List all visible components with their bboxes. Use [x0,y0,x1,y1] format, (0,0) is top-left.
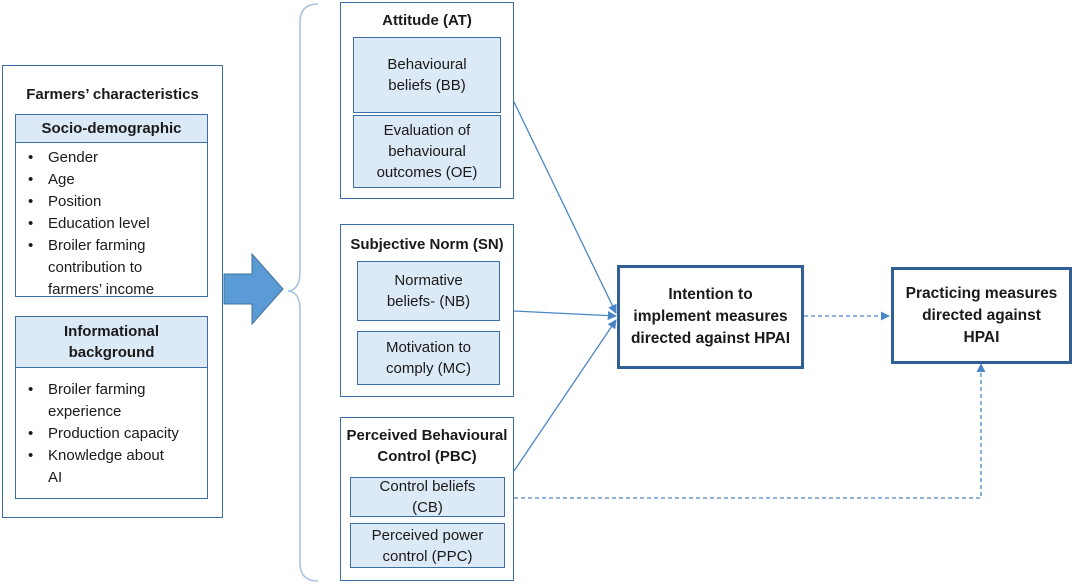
list-item: Broiler farming experience [16,379,168,423]
attitude-box: Attitude (AT) Behavioural beliefs (BB) E… [340,2,514,199]
socio-demographic-box: Socio-demographic Gender Age Position Ed… [15,114,208,298]
socio-demographic-heading: Socio-demographic [15,114,208,143]
list-item: Gender [16,147,196,169]
informational-background-list: Broiler farming experience Production ca… [16,379,201,489]
list-item: Age [16,169,196,191]
pbc-title: Perceived Behavioural Control (PBC) [346,427,508,465]
block-arrow [223,252,284,326]
arrow-pbc-intention [513,319,617,472]
subjective-norm-title: Subjective Norm (SN) [350,236,504,253]
list-item: Production capacity [16,423,201,445]
informational-background-heading: Informational background [15,316,208,368]
behavioural-beliefs-box: Behavioural beliefs (BB) [353,37,501,113]
attitude-title: Attitude (AT) [382,12,472,29]
subjective-norm-box: Subjective Norm (SN) Normative beliefs- … [340,224,514,397]
practicing-measures-box: Practicing measures directed against HPA… [891,267,1072,364]
pbc-box: Perceived Behavioural Control (PBC) Cont… [340,417,514,581]
control-beliefs-box: Control beliefs (CB) [350,477,505,517]
intention-box: Intention to implement measures directed… [617,265,804,369]
arrow-attitude-intention [513,101,617,314]
arrow-pbc-practice [514,363,986,499]
list-item: Position [16,191,196,213]
socio-demographic-list: Gender Age Position Education level Broi… [16,147,196,301]
farmers-characteristics-box: Farmers’ characteristics Socio-demograph… [2,65,223,518]
arrow-sn-intention [513,310,617,321]
list-item: Education level [16,213,196,235]
list-item: Broiler farming contribution to farmers’… [16,235,188,301]
informational-background-box: Informational background Broiler farming… [15,316,208,499]
perceived-power-control-box: Perceived power control (PPC) [350,523,505,568]
normative-beliefs-box: Normative beliefs- (NB) [357,261,500,321]
evaluation-outcomes-box: Evaluation of behavioural outcomes (OE) [353,115,501,188]
motivation-to-comply-box: Motivation to comply (MC) [357,331,500,385]
farmers-characteristics-title: Farmers’ characteristics [26,86,199,103]
list-item: Knowledge about AI [16,445,178,489]
curly-brace [287,3,319,582]
